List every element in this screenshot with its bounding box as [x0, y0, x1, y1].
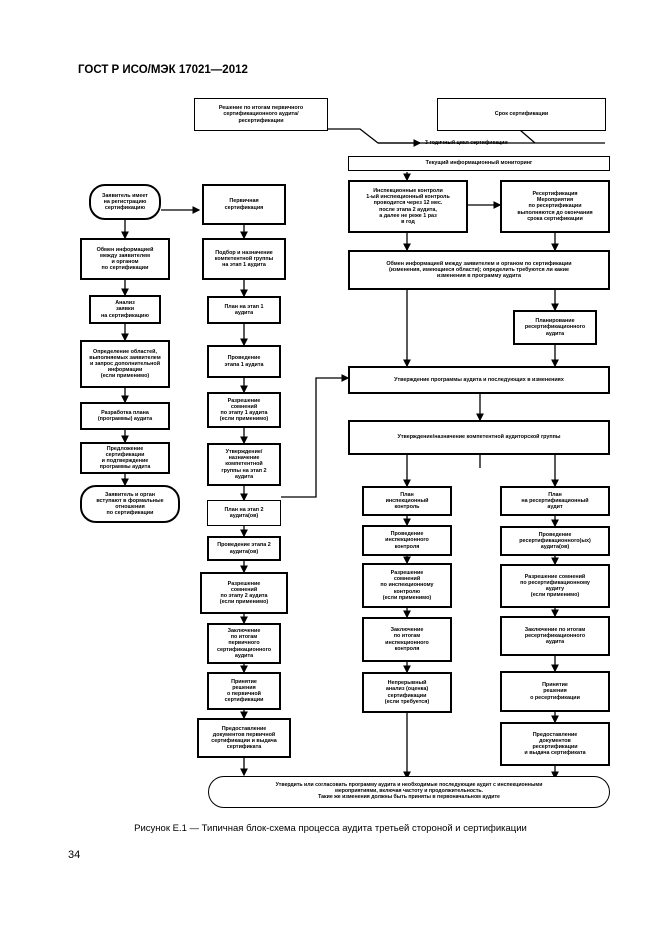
box-continuous-review: Непрерывный анализ (оценка) сертификации…	[362, 672, 452, 713]
label-certification-cycle: 3-годичный цикл сертификации	[425, 140, 508, 146]
box-stage2-resolution: Разрешение сомнений по этапу 2 аудита (е…	[200, 572, 288, 614]
box-surveillance-plan: План инспекционный контроль	[362, 486, 452, 516]
box-recert-plan: План на ресертификационный аудит	[500, 486, 610, 516]
box-stage1-audit: Проведение этапа 1 аудита	[207, 345, 281, 378]
box-stage2-team: Утверждение/ назначение компетентной гру…	[207, 443, 281, 486]
box-certification-decision: Решение по итогам первичного сертификаци…	[194, 98, 328, 131]
box-recert-audit: Проведение ресертификационного(ых) аудит…	[500, 526, 610, 556]
box-stage1-resolution: Разрешение сомнений по этапу 1 аудита (е…	[207, 392, 281, 428]
box-surveillance-audits: Инспекционные контроли 1-ый инспекционны…	[348, 180, 468, 233]
box-stage2-audit: Проведение этапа 2 аудита(ов)	[207, 536, 281, 561]
box-certification-period: Срок сертификации	[437, 98, 606, 131]
box-audit-plan: Разработка плана (программы) аудита	[80, 402, 170, 430]
page-number: 34	[68, 849, 81, 861]
box-recertification: Ресертификация Мероприятия по ресертифик…	[500, 180, 610, 233]
box-recert-conclusion: Заключение по итогам ресертификационного…	[500, 616, 610, 656]
box-surveillance-conclusion: Заключение по итогам инспекционного конт…	[362, 617, 452, 662]
box-application-review: Анализ заявки на сертификацию	[89, 295, 161, 324]
box-initial-conclusion: Заключение по итогам первичного сертифик…	[207, 623, 281, 664]
box-recert-documents: Предоставление документов ресертификации…	[500, 722, 610, 766]
box-recert-decision: Принятие решения о ресертификации	[500, 671, 610, 712]
figure-caption: Рисунок Е.1 — Типичная блок-схема процес…	[134, 823, 527, 834]
box-initial-certification: Первичная сертификация	[202, 184, 286, 225]
box-program-approval: Утвердить или согласовать программу ауди…	[208, 776, 610, 808]
box-update-program: Утверждение программы аудита и последующ…	[348, 366, 610, 394]
box-certification-offer: Предложение сертификации и подтверждение…	[80, 442, 170, 474]
box-applicant-request: Заявитель имеет на регистрацию сертифика…	[89, 184, 161, 220]
box-change-exchange: Обмен информацией между заявителем и орг…	[348, 250, 610, 290]
document-header: ГОСТ Р ИСО/МЭК 17021—2012	[78, 64, 248, 76]
box-recert-resolution: Разрешение сомнений по ресертификационно…	[500, 564, 610, 608]
box-scope-definition: Определение областей, выполняемых заявит…	[80, 340, 170, 388]
box-initial-documents: Предоставление документов первичной серт…	[197, 718, 291, 758]
box-team-select: Утверждение/назначение компетентной ауди…	[348, 420, 610, 455]
box-formal-relations: Заявитель и орган вступают в формальные …	[80, 485, 180, 523]
box-stage2-plan: План на этап 2 аудита(ов)	[207, 500, 281, 526]
box-stage1-plan: План на этап 1 аудита	[207, 296, 281, 324]
box-information-exchange: Обмен информацией между заявителем и орг…	[80, 238, 170, 280]
box-surveillance-resolution: Разрешение сомнений по инспекционному ко…	[362, 563, 452, 608]
box-surveillance-audit: Проведение инспекционного контроля	[362, 525, 452, 556]
box-information-monitoring: Текущий информационный мониторинг	[348, 156, 610, 171]
box-recert-planning: Планирование ресертификационного аудита	[513, 310, 597, 345]
box-stage1-team: Подбор и назначение компетентной группы …	[202, 238, 286, 280]
box-initial-decision: Принятие решения о первичной сертификаци…	[207, 672, 281, 710]
